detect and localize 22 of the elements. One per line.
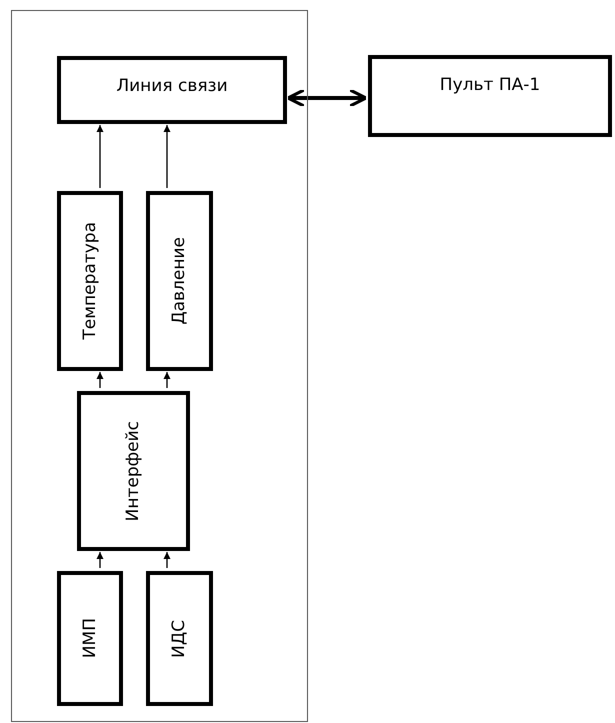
arrow	[164, 372, 170, 388]
arrow	[96, 125, 104, 188]
box-label: Давление	[171, 237, 188, 325]
box-label: Линия связи	[116, 76, 228, 98]
box-label: Интерфейс	[125, 420, 142, 522]
process-box	[57, 191, 123, 371]
process-box	[146, 571, 213, 706]
box-label: ИДС	[171, 620, 188, 658]
box-label: Пульт ПА-1	[440, 75, 540, 96]
box-label: ИМП	[82, 618, 98, 659]
process-box	[77, 391, 190, 551]
process-box	[57, 56, 287, 124]
arrow	[286, 88, 368, 108]
box-label: Температура	[82, 222, 98, 340]
arrow	[164, 125, 170, 188]
process-box	[57, 571, 123, 706]
process-box	[368, 55, 612, 137]
enclosure-box	[11, 10, 308, 722]
arrow	[164, 552, 170, 568]
arrow	[96, 552, 104, 568]
arrow	[96, 372, 104, 388]
process-box	[146, 191, 213, 371]
